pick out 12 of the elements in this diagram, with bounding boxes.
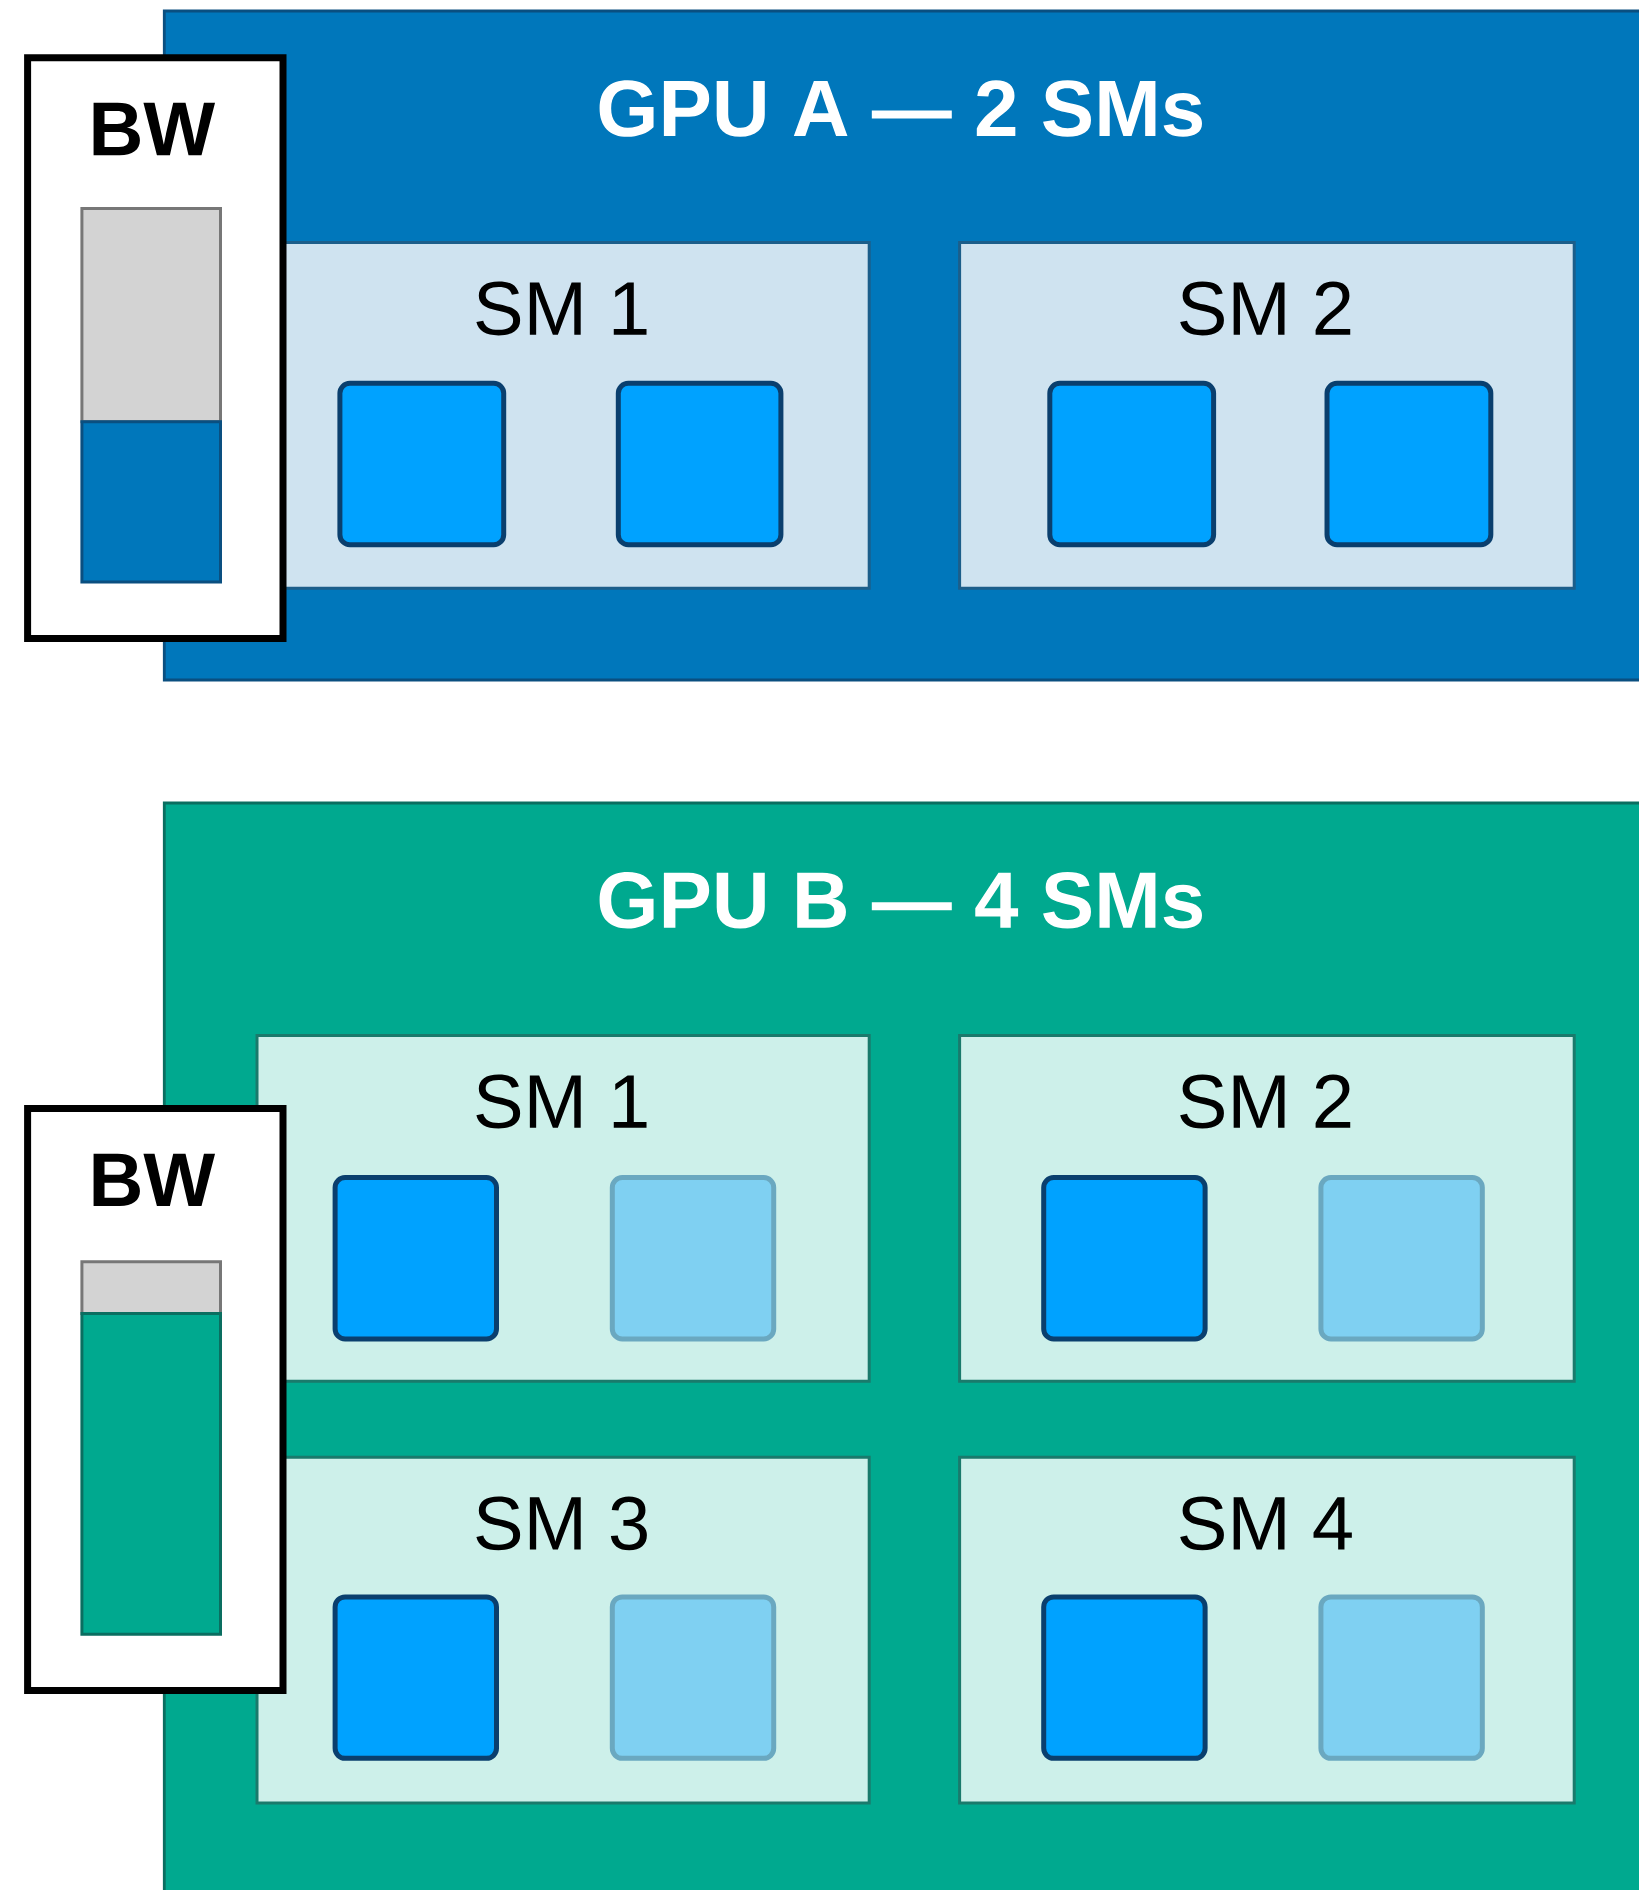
core-square — [1047, 380, 1217, 548]
core-square — [1318, 1594, 1485, 1761]
core-square — [1041, 1594, 1208, 1761]
core-square — [1041, 1175, 1208, 1342]
core-square — [332, 1175, 499, 1342]
core-square — [609, 1175, 777, 1342]
core-square — [1324, 380, 1494, 548]
core-square — [337, 380, 507, 548]
core-square — [609, 1594, 777, 1761]
core-square — [332, 1594, 499, 1761]
core-square — [615, 380, 784, 548]
core-square — [1318, 1175, 1485, 1342]
